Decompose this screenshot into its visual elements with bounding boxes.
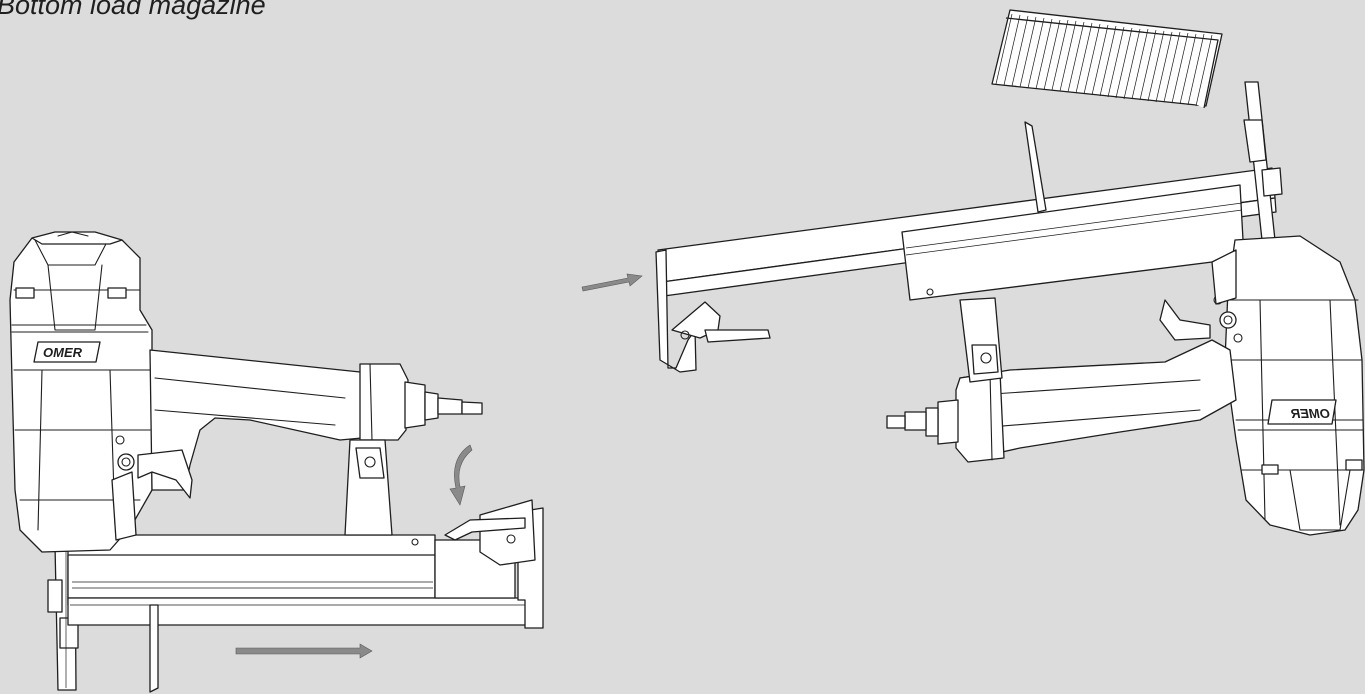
arrow-right-icon bbox=[581, 273, 643, 292]
arrow-right-icon bbox=[235, 643, 373, 659]
staple-strip-icon bbox=[991, 9, 1223, 109]
nailer-left-icon: OMER bbox=[9, 231, 544, 693]
svg-text:OMER: OMER bbox=[1290, 406, 1330, 421]
brand-logo-left: OMER bbox=[33, 341, 101, 363]
svg-text:OMER: OMER bbox=[43, 345, 83, 360]
arrow-curve-down-icon bbox=[449, 444, 473, 506]
nailer-right-icon: OMER bbox=[655, 81, 1365, 536]
brand-logo-right: OMER bbox=[1267, 399, 1337, 425]
figure-caption: Bottom load magazine bbox=[0, 0, 266, 20]
